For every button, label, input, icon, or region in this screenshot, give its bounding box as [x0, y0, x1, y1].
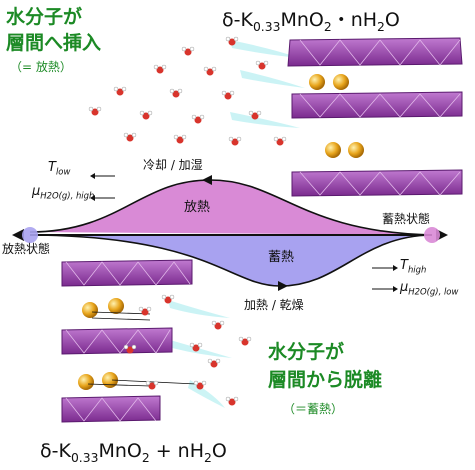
desorb-heading: 水分子が 層間から脱離: [268, 338, 382, 394]
store-area: [30, 235, 432, 286]
heat-dry-label: 加熱 / 乾燥: [244, 298, 304, 312]
slab: [287, 37, 463, 67]
slab: [291, 91, 463, 119]
slab: [291, 169, 463, 197]
k-ion: [102, 372, 118, 388]
heat-release-label: 放熱: [184, 200, 211, 215]
mu-high: μH2O(g), high: [32, 184, 95, 201]
k-ion: [78, 374, 94, 390]
t-low: Tlow: [48, 160, 71, 177]
released-state-dot: [22, 227, 38, 243]
top-water-molecules: [88, 36, 287, 146]
stored-state-label: 蓄熱状態: [382, 212, 431, 226]
released-state-label: 放熱状態: [2, 242, 51, 256]
mu-low: μH2O(g), low: [400, 280, 459, 297]
k-ion: [333, 74, 349, 90]
top-formula: δ-K0.33MnO2・nH2O: [222, 9, 400, 34]
store-curve: [29, 234, 433, 287]
bottom-layered-structure: [61, 259, 197, 423]
k-ion: [325, 142, 341, 158]
cool-humid-label: 冷却 / 加湿: [143, 158, 203, 172]
k-ion: [82, 302, 98, 318]
desorb-line2: 層間から脱離: [268, 369, 383, 391]
t-high: Thigh: [400, 258, 427, 275]
arrow-on-store: [278, 281, 288, 291]
heat-store-label: 蓄熱: [268, 250, 295, 265]
top-layered-structure: [287, 37, 463, 197]
k-ion: [309, 74, 325, 90]
k-ion: [108, 298, 124, 314]
desorb-note: （＝蓄熱）: [283, 402, 344, 416]
arrow-on-release: [202, 175, 212, 185]
bottom-formula: δ-K0.33MnO2 + nH2O: [40, 440, 227, 465]
insert-line1: 水分子が: [6, 6, 83, 28]
stored-state-dot: [424, 227, 440, 243]
insert-note: （= 放熱）: [10, 60, 72, 74]
bottom-water-molecules: [123, 294, 252, 406]
k-ion: [348, 142, 364, 158]
desorb-line1: 水分子が: [268, 341, 345, 363]
release-area: [30, 180, 432, 235]
insert-line2: 層間へ挿入: [6, 32, 102, 54]
arrow-left: [12, 229, 24, 241]
insert-heading: 水分子が 層間へ挿入: [6, 4, 101, 56]
